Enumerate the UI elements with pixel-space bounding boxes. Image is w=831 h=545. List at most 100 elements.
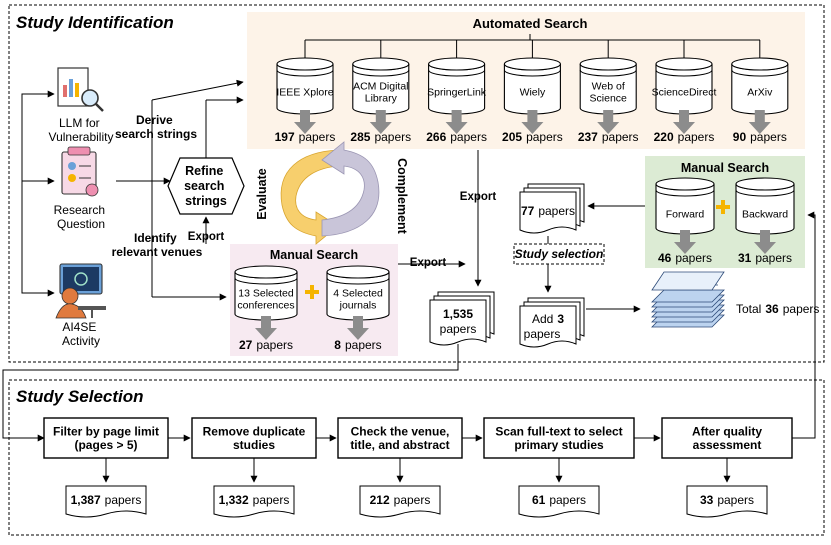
database-down-arrow bbox=[521, 110, 544, 134]
identification-title: Study Identification bbox=[16, 13, 174, 32]
database-down-arrow-head bbox=[748, 122, 771, 134]
developer-icon bbox=[55, 263, 106, 319]
database-papers-count: 205 bbox=[502, 130, 522, 144]
manual-left-down-arrow-shaft bbox=[353, 316, 363, 328]
complement-label: Complement bbox=[395, 158, 409, 235]
database-down-arrow bbox=[597, 110, 620, 134]
database-down-arrow-shaft bbox=[754, 110, 765, 122]
export-label-automated: Export bbox=[460, 191, 497, 203]
derive-label-line2: search strings bbox=[115, 127, 197, 141]
database-papers-unit: papers bbox=[750, 130, 787, 144]
database-name: Wiely bbox=[520, 87, 546, 99]
database-cylinder-top bbox=[579, 57, 637, 71]
manual-left-down-arrow bbox=[255, 316, 277, 340]
manual-right-cylinder-top bbox=[655, 177, 715, 191]
source-label-activity-line1: AI4SE bbox=[62, 320, 96, 334]
manual-left-papers-count: 8 bbox=[334, 338, 341, 352]
identification-frame bbox=[8, 4, 825, 363]
plus-icon-right bbox=[716, 200, 730, 214]
database-cylinder bbox=[503, 57, 561, 115]
refine-label-line1: Refine bbox=[185, 164, 223, 178]
selection-step-label: Filter by page limit(pages > 5) bbox=[53, 424, 159, 452]
selection-step-document bbox=[65, 485, 147, 518]
database-papers-count: 266 bbox=[426, 130, 446, 144]
database-papers-unit: papers bbox=[450, 130, 487, 144]
selection-step-label-line: (pages > 5) bbox=[74, 438, 137, 452]
manual-right-name: Forward bbox=[666, 209, 705, 221]
selection-step-box bbox=[337, 417, 463, 459]
selection-step-label: Check the venue,title, and abstract bbox=[350, 424, 449, 452]
snowball-document-stack bbox=[519, 183, 585, 234]
database-down-arrow-head bbox=[369, 122, 392, 134]
export-label-manual: Export bbox=[410, 257, 447, 269]
selection-step-label-line: After quality bbox=[692, 424, 762, 438]
database-cylinder bbox=[655, 57, 713, 115]
database-down-arrow bbox=[673, 110, 695, 134]
source-label-llm-line2: Vulnerability bbox=[49, 130, 114, 144]
source-label-question-line2: Question bbox=[57, 217, 105, 231]
refine-label-line2: search bbox=[184, 179, 224, 193]
database-cylinder bbox=[731, 57, 789, 115]
database-down-arrow bbox=[369, 110, 392, 134]
pool-count: 1,535 bbox=[443, 307, 473, 321]
selection-frame bbox=[8, 379, 825, 536]
tree-drops bbox=[304, 40, 761, 58]
manual-left-papers-count: 27 bbox=[239, 338, 253, 352]
database-down-arrow-shaft bbox=[451, 110, 462, 122]
snowball-count-unit: papers bbox=[538, 204, 575, 218]
manual-right-name-line: Forward bbox=[666, 209, 705, 221]
database-cylinder bbox=[428, 57, 486, 115]
study-selection-label: Study selection bbox=[515, 247, 604, 261]
question-doc-icon bbox=[61, 146, 99, 197]
manual-left-papers-unit: papers bbox=[345, 338, 382, 352]
manual-right-cylinder bbox=[735, 177, 795, 235]
manual-left-cylinder-top bbox=[326, 265, 390, 279]
selection-step-papers-count: 212 bbox=[370, 493, 390, 507]
manual-right-papers-unit: papers bbox=[755, 251, 792, 265]
manual-left-name-line: 4 Selected bbox=[333, 288, 383, 300]
database-cylinder-ring bbox=[731, 69, 789, 77]
selection-step-label-line: primary studies bbox=[514, 438, 604, 452]
selection-to-snowball-connector bbox=[792, 211, 816, 439]
database-papers-unit: papers bbox=[678, 130, 715, 144]
manual-left-papers-unit: papers bbox=[256, 338, 293, 352]
total-paper-sheet bbox=[651, 289, 725, 303]
manual-right-cylinder bbox=[655, 177, 715, 235]
refine-label-line3: strings bbox=[185, 194, 227, 208]
database-cylinder-ring bbox=[579, 69, 637, 77]
selection-step-papers-unit: papers bbox=[549, 493, 586, 507]
total-paper-top-sheet bbox=[651, 271, 725, 291]
database-cylinder-top bbox=[503, 57, 561, 71]
database-cylinder-ring bbox=[352, 69, 410, 77]
database-name: SpringerLink bbox=[427, 87, 487, 99]
database-down-arrow-head bbox=[521, 122, 544, 134]
manual-left-down-arrow bbox=[347, 316, 369, 340]
selection-step-label-line: assessment bbox=[693, 438, 762, 452]
manual-right-papers-count: 46 bbox=[658, 251, 672, 265]
refine-label: Refine search strings bbox=[184, 164, 228, 208]
database-down-arrow-shaft bbox=[679, 110, 689, 122]
database-cylinder-ring bbox=[503, 69, 561, 77]
database-cylinder-top bbox=[428, 57, 486, 71]
database-cylinder bbox=[276, 57, 334, 115]
database-down-arrow-head bbox=[673, 122, 695, 134]
database-cylinder-top bbox=[731, 57, 789, 71]
database-cylinder-ring bbox=[276, 69, 334, 77]
manual-left-name-line: conferences bbox=[237, 300, 294, 312]
add-unit: papers bbox=[524, 327, 561, 341]
database-cylinder bbox=[352, 57, 410, 115]
database-name-line: IEEE Xplore bbox=[276, 87, 333, 99]
selection-step-papers-unit: papers bbox=[105, 493, 142, 507]
manual-right-down-arrow bbox=[674, 230, 696, 254]
selection-step-document bbox=[686, 485, 768, 518]
database-papers-count: 220 bbox=[654, 130, 674, 144]
